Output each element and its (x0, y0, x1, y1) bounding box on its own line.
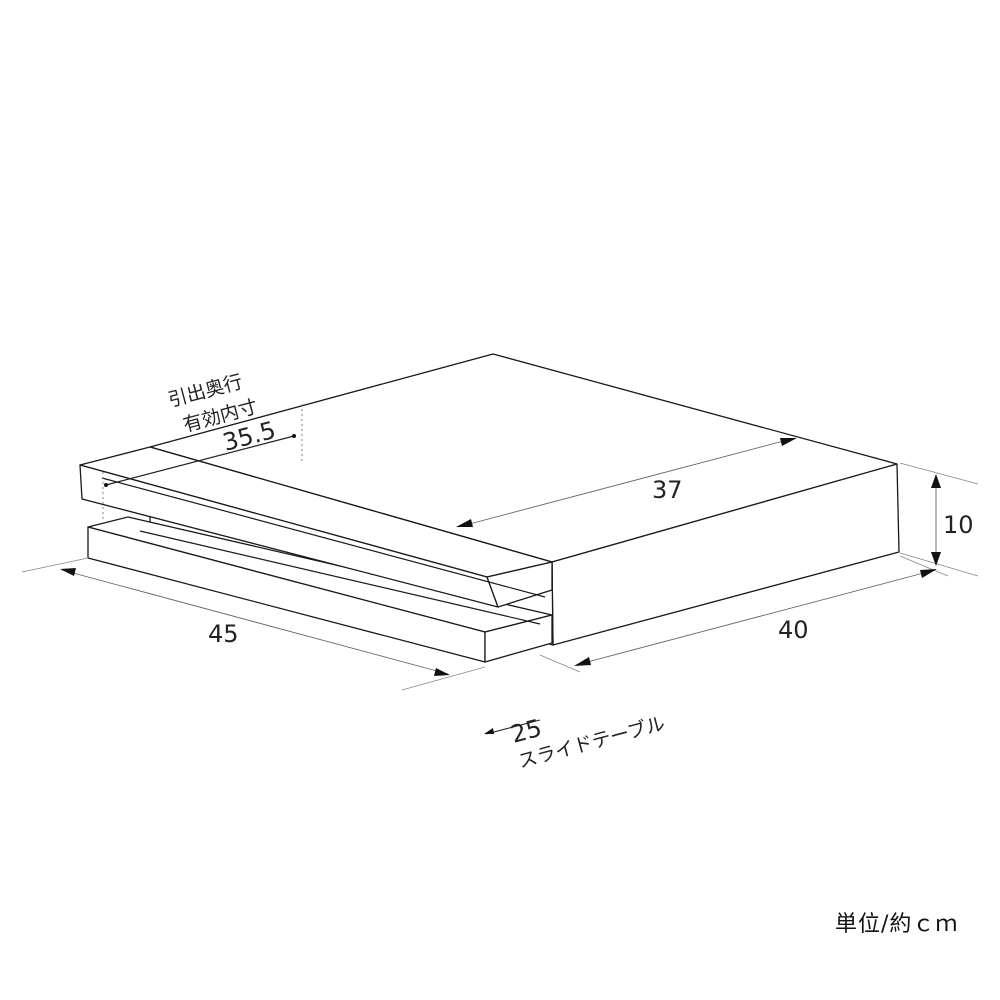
depth-arrow-right (920, 569, 937, 578)
width-arrow-left (60, 568, 76, 576)
depth-dimension-line (575, 569, 936, 666)
unit-note: 単位/約ｃｍ (835, 912, 959, 937)
slide-table-dimension: 25 スライドテーブル (484, 712, 667, 773)
height-ext-line-bottom (899, 552, 979, 577)
height-arrow-top (931, 474, 941, 488)
height-arrow-bottom (931, 552, 941, 566)
top-depth-value: 37 (652, 476, 683, 504)
pullout-end-dot-right (292, 434, 296, 438)
top-depth-dimension-line (457, 437, 796, 528)
depth-value: 40 (778, 616, 809, 644)
top-depth-arrow-left (456, 519, 473, 527)
slide-table (87, 516, 553, 663)
pullout-dimension-line (105, 435, 295, 486)
slide-table-inner-line (139, 530, 541, 625)
pullout-end-dot-left (104, 483, 108, 487)
width-ext-line-right (401, 666, 486, 691)
depth-dimension: 40 (539, 555, 949, 673)
slide-arrow-left (484, 728, 494, 734)
width-dimension-line (61, 569, 449, 675)
height-value: 10 (943, 511, 974, 539)
depth-ext-line-right (899, 555, 949, 577)
top-depth-arrow-right (780, 438, 797, 446)
drawer-side (486, 561, 553, 608)
width-arrow-right (434, 668, 450, 676)
slide-value: 25 (508, 714, 545, 749)
top-depth-dimension: 37 (456, 437, 797, 528)
width-ext-line-left (21, 557, 89, 573)
depth-ext-line-left (539, 654, 581, 673)
slide-dimension-line (485, 719, 541, 735)
drawer (79, 446, 553, 608)
depth-arrow-left (574, 657, 591, 666)
slide-table-side (484, 614, 553, 663)
drawer-inner-line (101, 477, 546, 598)
width-value: 45 (208, 620, 239, 648)
height-dimension: 10 (899, 462, 979, 577)
width-dimension: 45 (21, 557, 486, 691)
height-ext-line-top (899, 462, 979, 485)
